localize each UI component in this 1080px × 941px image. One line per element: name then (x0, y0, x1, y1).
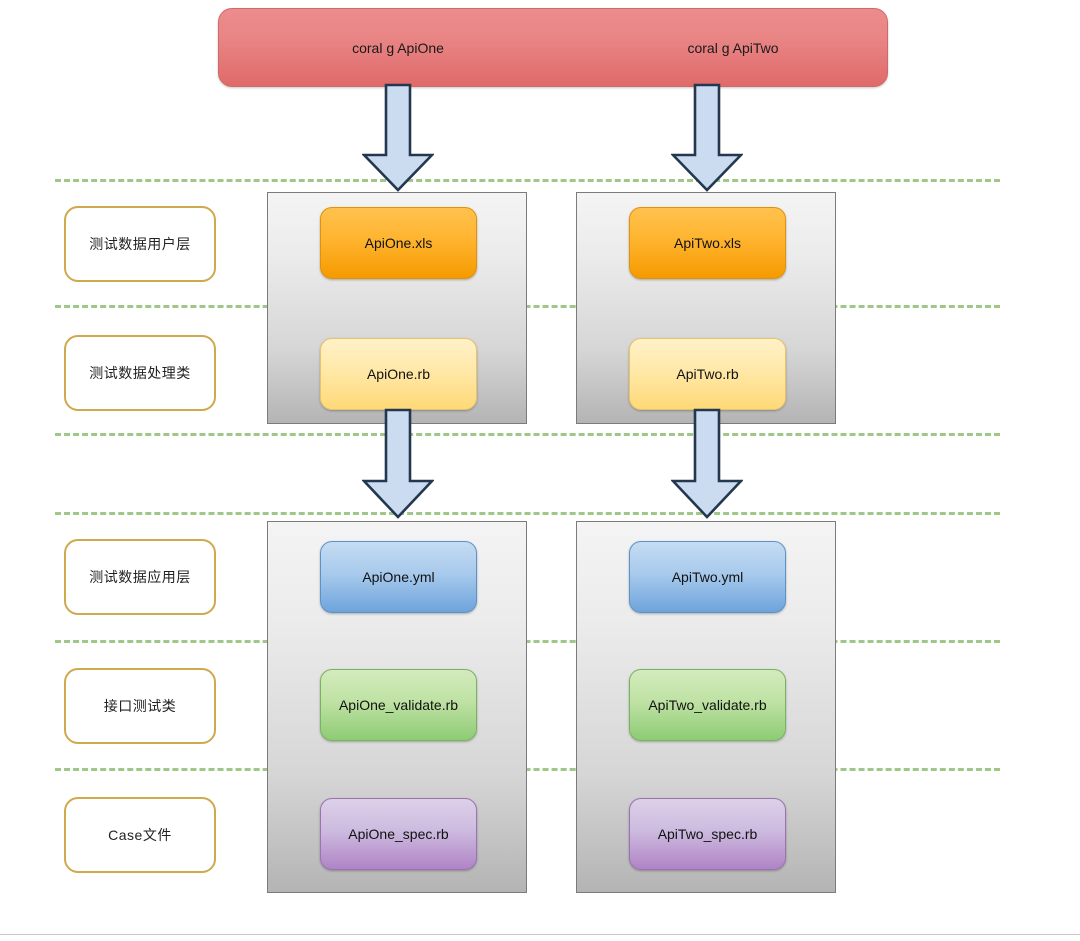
node-apitwo-validate-rb[interactable]: ApiTwo_validate.rb (629, 669, 786, 741)
node-apitwo-xls-label: ApiTwo.xls (674, 235, 741, 251)
node-apione-yml-label: ApiOne.yml (362, 569, 435, 585)
arrow-apione-upper-to-lower (360, 408, 436, 520)
arrow-banner-to-apitwo-group (669, 83, 745, 193)
separator-line-1 (55, 179, 1000, 182)
node-apitwo-rb-label: ApiTwo.rb (676, 366, 739, 382)
separator-line-3 (55, 433, 1000, 436)
node-apione-xls[interactable]: ApiOne.xls (320, 207, 477, 279)
arrow-apitwo-upper-to-lower (669, 408, 745, 520)
node-apione-spec-rb[interactable]: ApiOne_spec.rb (320, 798, 477, 870)
node-apitwo-yml[interactable]: ApiTwo.yml (629, 541, 786, 613)
separator-line-4 (55, 512, 1000, 515)
node-apione-xls-label: ApiOne.xls (364, 235, 433, 251)
separator-line-5 (55, 640, 1000, 643)
title-banner: coral g ApiOne coral g ApiTwo (218, 8, 888, 87)
separator-line-6 (55, 768, 1000, 771)
node-apione-rb-label: ApiOne.rb (366, 366, 431, 382)
node-apitwo-xls[interactable]: ApiTwo.xls (629, 207, 786, 279)
node-apione-yml[interactable]: ApiOne.yml (320, 541, 477, 613)
node-apitwo-rb[interactable]: ApiTwo.rb (629, 338, 786, 410)
node-apitwo-validate-rb-label: ApiTwo_validate.rb (648, 697, 767, 713)
banner-label-apione-text: coral g ApiOne (352, 39, 444, 56)
separator-line-2 (55, 305, 1000, 308)
layer-label-test-data-user: 测试数据用户层 (64, 206, 216, 282)
banner-label-apione: coral g ApiOne (219, 9, 577, 86)
layer-label-test-data-app-text: 测试数据应用层 (89, 569, 191, 585)
layer-label-test-data-handler-text: 测试数据处理类 (89, 365, 191, 381)
node-apitwo-yml-label: ApiTwo.yml (671, 569, 744, 585)
node-apitwo-spec-rb-label: ApiTwo_spec.rb (657, 826, 758, 842)
layer-label-api-test-class: 接口测试类 (64, 668, 216, 744)
layer-label-test-data-handler: 测试数据处理类 (64, 335, 216, 411)
node-apione-validate-rb[interactable]: ApiOne_validate.rb (320, 669, 477, 741)
node-apione-spec-rb-label: ApiOne_spec.rb (348, 826, 449, 842)
banner-label-apitwo: coral g ApiTwo (577, 9, 889, 86)
node-apione-rb[interactable]: ApiOne.rb (320, 338, 477, 410)
layer-label-case-file-text: Case文件 (108, 827, 172, 843)
layer-label-test-data-app: 测试数据应用层 (64, 539, 216, 615)
layer-label-test-data-user-text: 测试数据用户层 (89, 236, 191, 252)
node-apione-validate-rb-label: ApiOne_validate.rb (338, 697, 459, 713)
layer-label-case-file: Case文件 (64, 797, 216, 873)
page-bottom-rule (0, 934, 1080, 935)
arrow-banner-to-apione-group (360, 83, 436, 193)
node-apitwo-spec-rb[interactable]: ApiTwo_spec.rb (629, 798, 786, 870)
layer-label-api-test-class-text: 接口测试类 (103, 698, 177, 714)
banner-label-apitwo-text: coral g ApiTwo (687, 39, 779, 56)
